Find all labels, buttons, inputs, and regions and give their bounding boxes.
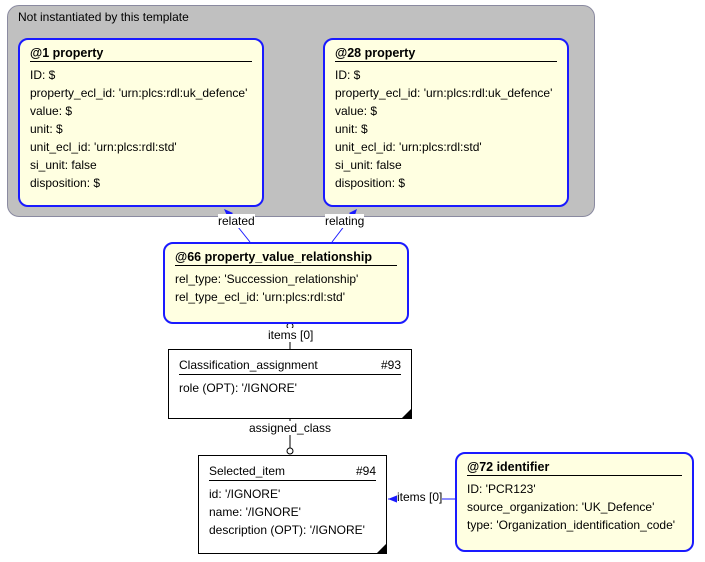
attr: description (OPT): '/IGNORE' (209, 523, 365, 537)
attr: id: '/IGNORE' (209, 487, 281, 501)
attr: si_unit: false (30, 158, 97, 172)
class-number: #93 (380, 358, 401, 372)
relating-arrow-icon (349, 209, 357, 218)
entity-identifier[interactable]: @72 identifier ID: 'PCR123' source_organ… (455, 452, 694, 552)
attr: type: 'Organization_identification_code' (467, 518, 676, 532)
items2-arrow-icon (388, 495, 398, 503)
attr: property_ecl_id: 'urn:plcs:rdl:uk_defenc… (30, 86, 248, 100)
related-arrow-icon (224, 209, 233, 218)
attr: unit_ecl_id: 'urn:plcs:rdl:std' (30, 140, 177, 154)
assigned-class-label: assigned_class (249, 421, 332, 435)
entity-property-1[interactable]: @1 property ID: $ property_ecl_id: 'urn:… (18, 38, 264, 207)
attr: value: $ (335, 104, 378, 118)
class-name: Selected_item (209, 464, 286, 478)
attr: ID: 'PCR123' (467, 482, 536, 496)
attr: value: $ (30, 104, 73, 118)
related-label: related (218, 214, 255, 228)
attr: unit: $ (30, 122, 63, 136)
class-number: #94 (355, 464, 376, 478)
attr: ID: $ (30, 68, 56, 82)
entity-title: @66 property_value_relationship (175, 250, 397, 266)
entity-property-28[interactable]: @28 property ID: $ property_ecl_id: 'urn… (323, 38, 569, 207)
class-name: Classification_assignment (179, 358, 318, 372)
class-selected-item[interactable]: Selected_item #94 id: '/IGNORE' name: '/I… (198, 455, 387, 554)
entity-title: @1 property (30, 46, 252, 62)
attr: unit_ecl_id: 'urn:plcs:rdl:std' (335, 140, 482, 154)
attr: unit: $ (335, 122, 368, 136)
entity-title: @72 identifier (467, 460, 682, 476)
group-title: Not instantiated by this template (18, 10, 189, 24)
attr: property_ecl_id: 'urn:plcs:rdl:uk_defenc… (335, 86, 553, 100)
items2-label: items [0] (397, 490, 443, 504)
entity-title: @28 property (335, 46, 557, 62)
attr: source_organization: 'UK_Defence' (467, 500, 655, 514)
assigned-class-diamond-icon (286, 447, 294, 455)
corner-marker-icon (402, 409, 411, 418)
attr: role (OPT): '/IGNORE' (179, 381, 297, 395)
relating-label: relating (325, 214, 365, 228)
attr: disposition: $ (335, 176, 406, 190)
attr: name: '/IGNORE' (209, 505, 301, 519)
attr: rel_type_ecl_id: 'urn:plcs:rdl:std' (175, 290, 345, 304)
attr: ID: $ (335, 68, 361, 82)
items-label: items [0] (268, 328, 314, 342)
entity-property-value-relationship[interactable]: @66 property_value_relationship rel_type… (163, 242, 409, 324)
attr: rel_type: 'Succession_relationship' (175, 272, 359, 286)
attr: si_unit: false (335, 158, 402, 172)
attr: disposition: $ (30, 176, 101, 190)
class-classification-assignment[interactable]: Classification_assignment #93 role (OPT):… (168, 349, 412, 419)
corner-marker-icon (377, 544, 386, 553)
